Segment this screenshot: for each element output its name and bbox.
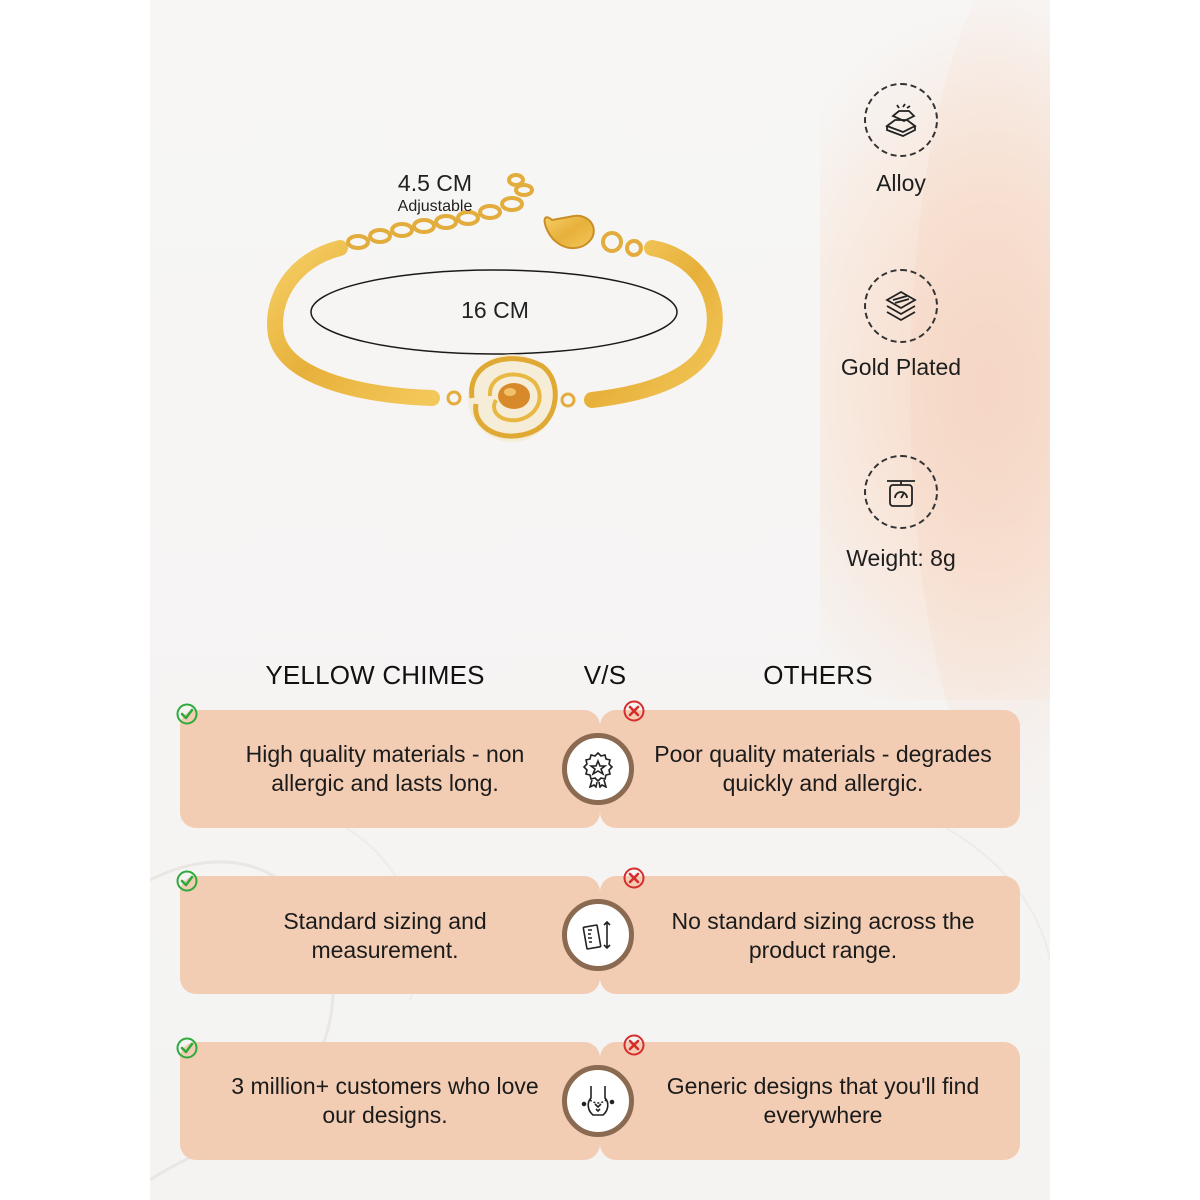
ours-text-1: High quality materials - non allergic an… [245, 741, 525, 796]
ruler-measure-icon [562, 899, 634, 971]
heading-yellow-chimes: YELLOW CHIMES [265, 660, 485, 690]
others-row-2 [600, 876, 1020, 994]
ours-row-3 [180, 1042, 600, 1160]
layers-icon [864, 269, 938, 343]
check-icon [176, 703, 198, 725]
others-text-3: Generic designs that you'll find everywh… [666, 1073, 980, 1128]
check-icon [176, 1037, 198, 1059]
others-text-1: Poor quality materials - degrades quickl… [654, 741, 992, 796]
ours-row-2 [180, 876, 600, 994]
quality-badge-icon [562, 733, 634, 805]
inner-length-label: 16 CM [461, 297, 529, 323]
others-text-2: No standard sizing across the product ra… [671, 908, 975, 963]
weighing-scale-icon [864, 455, 938, 529]
cross-icon [623, 700, 645, 722]
extension-length-label: 4.5 CM [397, 170, 473, 196]
extension-note-label: Adjustable [397, 198, 473, 215]
bracelet-illustration [267, 173, 723, 442]
ours-text-2: Standard sizing and measurement. [283, 908, 487, 963]
feature-label-alloy: Alloy [876, 170, 926, 196]
heading-vs: V/S [583, 660, 627, 690]
others-row-1 [600, 710, 1020, 828]
hand-bracelet-icon [562, 1065, 634, 1137]
cross-icon [623, 1034, 645, 1056]
gold-bars-icon [864, 83, 938, 157]
ours-row-1 [180, 710, 600, 828]
others-row-3 [600, 1042, 1020, 1160]
feature-label-gold-plated: Gold Plated [840, 354, 962, 380]
heading-others: OTHERS [763, 660, 873, 690]
check-icon [176, 870, 198, 892]
feature-label-weight: Weight: 8g [846, 545, 956, 571]
ours-text-3: 3 million+ customers who love our design… [231, 1073, 539, 1128]
cross-icon [623, 867, 645, 889]
